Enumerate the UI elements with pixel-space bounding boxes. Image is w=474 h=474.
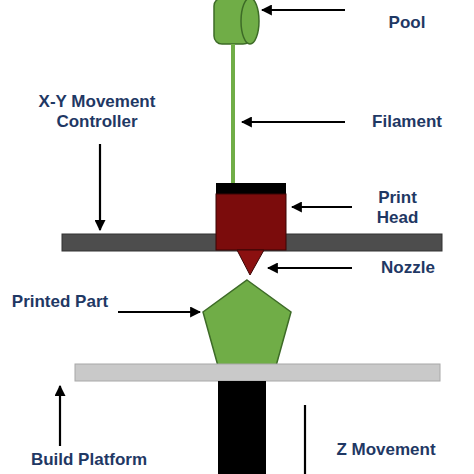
part-label: Nozzle xyxy=(358,258,458,278)
build-platform-shape xyxy=(75,364,440,381)
z-column xyxy=(218,381,266,474)
leader-lines xyxy=(60,10,352,474)
part-label: X-Y Movement Controller xyxy=(22,92,172,133)
part-label: Pool xyxy=(362,13,452,33)
part-label: Print Head xyxy=(360,188,435,229)
print-head-body xyxy=(216,194,286,250)
part-label: Filament xyxy=(352,112,462,132)
nozzle-shape xyxy=(237,250,264,275)
part-label: Z Movement xyxy=(311,440,461,460)
part-label: Printed Part xyxy=(10,292,110,312)
print-head-top xyxy=(216,183,286,194)
part-label: Build Platform xyxy=(4,450,174,470)
filament-line xyxy=(231,44,235,184)
filament-spool xyxy=(214,0,259,44)
printed-part-shape xyxy=(203,280,291,366)
